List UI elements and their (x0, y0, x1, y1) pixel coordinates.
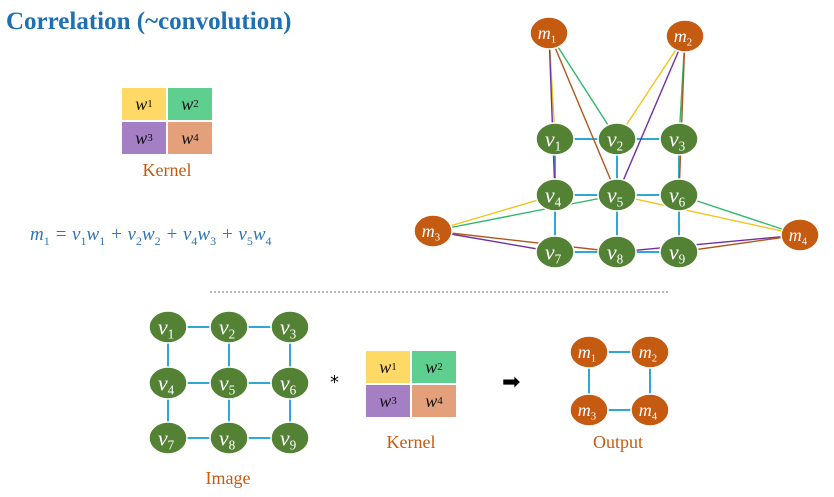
svg-text:m4: m4 (789, 225, 808, 248)
image-node-v8: v8 (209, 421, 249, 455)
weighted-edge (616, 234, 801, 253)
svg-text:v8: v8 (607, 239, 624, 266)
svg-text:m2: m2 (639, 342, 657, 365)
kernel-label-top: Kernel (142, 160, 192, 180)
weighted-edge (678, 35, 686, 196)
image-node-v7: v7 (148, 421, 188, 455)
image-node-v3: v3 (270, 310, 310, 344)
top-node-v1: v1 (535, 122, 575, 156)
weighted-edge (548, 32, 618, 196)
svg-text:m4: m4 (639, 400, 658, 423)
weighted-edge (548, 32, 618, 140)
top-node-m3: m3 (413, 214, 453, 248)
svg-text:v3: v3 (669, 126, 686, 153)
weighted-edge (678, 194, 801, 236)
image-node-v6: v6 (270, 366, 310, 400)
weighted-edge (432, 230, 556, 253)
right-arrow-icon: ➡ (502, 370, 521, 395)
svg-text:m3: m3 (578, 400, 596, 423)
kernel-label-bottom: Kernel (386, 432, 436, 452)
svg-text:v7: v7 (158, 425, 175, 452)
image-node-v4: v4 (148, 366, 188, 400)
top-node-v3: v3 (659, 122, 699, 156)
image-node-v1: v1 (148, 310, 188, 344)
svg-text:v7: v7 (545, 239, 562, 266)
output-node-m2: m2 (630, 335, 670, 369)
top-node-v5: v5 (597, 178, 637, 212)
top-node-v6: v6 (659, 178, 699, 212)
weighted-edge (678, 234, 801, 253)
svg-text:m1: m1 (538, 23, 556, 46)
output-node-m1: m1 (569, 335, 609, 369)
weighted-edge (432, 194, 618, 232)
weighted-edge (616, 35, 686, 196)
image-label: Image (205, 468, 251, 488)
correlation-formula: m1 = v1w1 + v2w2 + v4w3 + v5w4 (30, 224, 272, 248)
top-node-v9: v9 (659, 235, 699, 269)
svg-text:v1: v1 (545, 126, 561, 153)
svg-text:v8: v8 (219, 425, 236, 452)
output-node-m4: m4 (630, 393, 670, 427)
top-node-m2: m2 (665, 19, 705, 53)
page-title: Correlation (~convolution) (6, 8, 292, 35)
top-node-v7: v7 (535, 235, 575, 269)
image-node-v5: v5 (209, 366, 249, 400)
svg-text:v4: v4 (158, 370, 175, 397)
convolution-operator-icon: * (330, 372, 339, 393)
weighted-edge (432, 194, 556, 232)
svg-text:v2: v2 (219, 314, 235, 341)
svg-text:m2: m2 (674, 26, 692, 49)
svg-text:v9: v9 (280, 425, 297, 452)
svg-text:m1: m1 (578, 342, 596, 365)
output-node-m3: m3 (569, 393, 609, 427)
svg-text:v6: v6 (669, 182, 686, 209)
graph-nodes: v1 v2 v3 v4 v5 v6 v7 v8 v9 m1 m2 m3 m4 v1 v2 v3 v4 v5 v6 v7… (148, 16, 820, 455)
svg-text:v4: v4 (545, 182, 562, 209)
weighted-edge (616, 194, 801, 236)
weighted-edge (548, 32, 556, 196)
top-node-m4: m4 (780, 218, 820, 252)
weighted-edge (616, 35, 686, 140)
weighted-edge (432, 230, 618, 253)
svg-text:v6: v6 (280, 370, 297, 397)
svg-text:v9: v9 (669, 239, 686, 266)
image-node-v2: v2 (209, 310, 249, 344)
svg-text:v3: v3 (280, 314, 297, 341)
svg-text:v1: v1 (158, 314, 174, 341)
formula-lhs: m1 (30, 224, 50, 248)
top-node-v4: v4 (535, 178, 575, 212)
svg-text:m3: m3 (422, 221, 440, 244)
top-node-m1: m1 (529, 16, 569, 50)
svg-text:v2: v2 (607, 126, 623, 153)
top-node-v8: v8 (597, 235, 637, 269)
top-node-v2: v2 (597, 122, 637, 156)
svg-text:v5: v5 (219, 370, 236, 397)
svg-text:v5: v5 (607, 182, 624, 209)
image-node-v9: v9 (270, 421, 310, 455)
output-label: Output (592, 432, 643, 452)
